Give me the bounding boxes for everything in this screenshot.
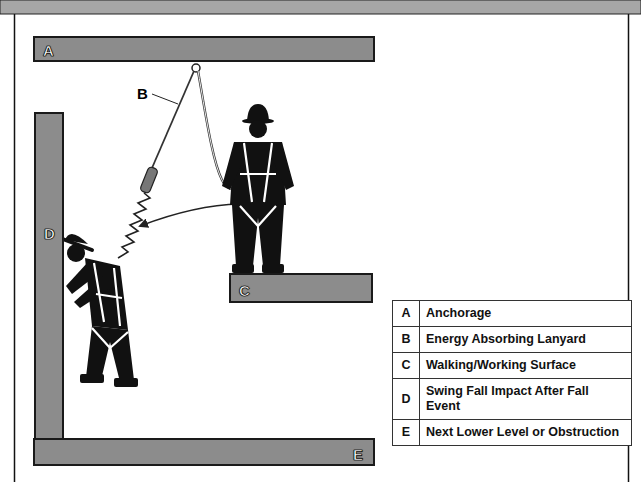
key-description: Energy Absorbing Lanyard	[420, 327, 632, 353]
key-description: Anchorage	[420, 301, 632, 327]
key-letter: E	[393, 420, 420, 446]
part-letter: E	[353, 447, 363, 462]
key-letter: B	[393, 327, 420, 353]
deployed-absorber	[118, 193, 150, 258]
key-description: Next Lower Level or Obstruction	[420, 420, 632, 446]
structure-bar: A	[33, 36, 375, 62]
structure-bar: E	[33, 438, 375, 466]
energy-absorber-pack	[139, 166, 158, 194]
header-strip	[0, 0, 641, 14]
callout-letter: B	[136, 86, 149, 101]
structure-bar: C	[229, 273, 373, 303]
key-letter: A	[393, 301, 420, 327]
key-row: BEnergy Absorbing Lanyard	[393, 327, 632, 353]
lanyard-strap	[152, 71, 194, 168]
key-row: DSwing Fall Impact After Fall Event	[393, 379, 632, 420]
key-row: AAnchorage	[393, 301, 632, 327]
leader-line	[152, 94, 178, 104]
part-letter: D	[44, 226, 55, 241]
frame-line	[14, 14, 16, 482]
standing-worker	[222, 104, 294, 273]
key-description: Walking/Working Surface	[420, 353, 632, 379]
key-letter: D	[393, 379, 420, 420]
swing-arrow	[140, 204, 240, 226]
key-row: ENext Lower Level or Obstruction	[393, 420, 632, 446]
key-letter: C	[393, 353, 420, 379]
part-letter: C	[239, 283, 250, 298]
part-letter: A	[43, 43, 54, 58]
structure-bar: D	[34, 112, 64, 440]
key-row: CWalking/Working Surface	[393, 353, 632, 379]
swinging-worker	[60, 234, 138, 387]
key-table: AAnchorageBEnergy Absorbing LanyardCWalk…	[392, 300, 632, 446]
key-description: Swing Fall Impact After Fall Event	[420, 379, 632, 420]
